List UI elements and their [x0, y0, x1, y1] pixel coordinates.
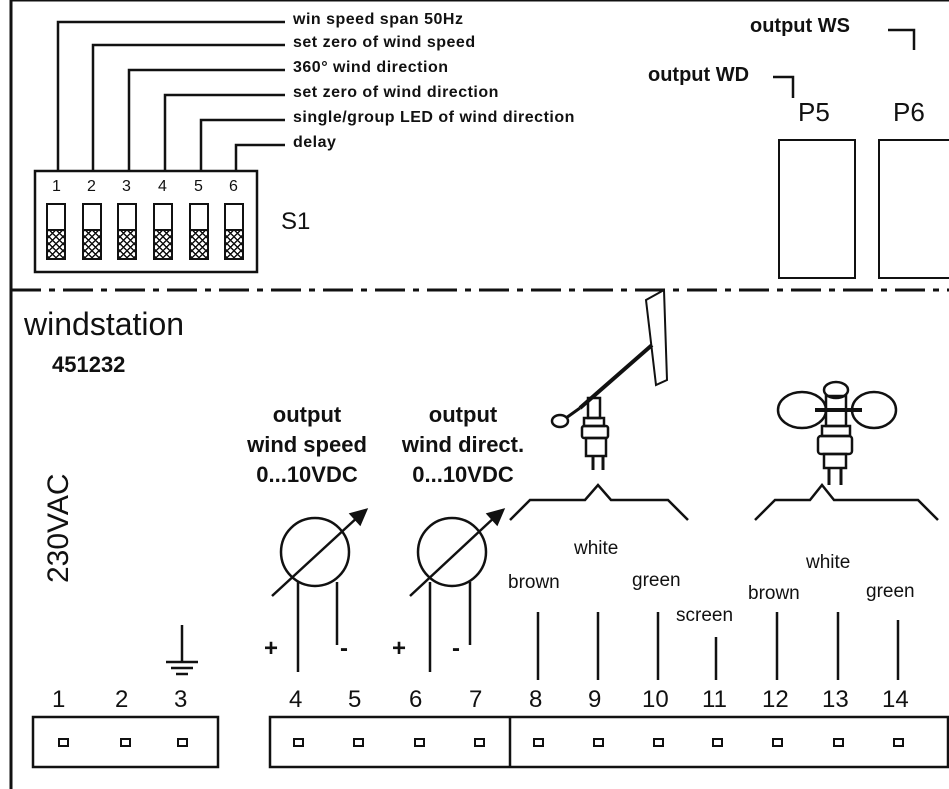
switch-number-2: 2 — [87, 178, 96, 195]
switch-function-5: single/group LED of wind direction — [293, 109, 575, 126]
terminal-number-12: 12 — [762, 686, 789, 713]
terminal-number-4: 4 — [289, 686, 303, 713]
terminal-number-1: 1 — [52, 686, 66, 713]
terminal-number-6: 6 — [409, 686, 423, 713]
plus-sign-speed: + — [264, 635, 279, 662]
terminal-2[interactable] — [120, 738, 131, 747]
terminal-number-2: 2 — [115, 686, 129, 713]
terminal-7[interactable] — [474, 738, 485, 747]
wire-white-anemometer: white — [806, 552, 851, 573]
output-wind-speed-line2: wind speed — [247, 432, 367, 457]
terminal-1[interactable] — [58, 738, 69, 747]
switch-block-label: S1 — [281, 208, 311, 235]
switch-number-4: 4 — [158, 178, 167, 195]
switch-number-1: 1 — [52, 178, 61, 195]
terminal-12[interactable] — [772, 738, 783, 747]
output-wd-label: output WD — [648, 64, 750, 86]
terminal-13[interactable] — [833, 738, 844, 747]
terminal-6[interactable] — [414, 738, 425, 747]
output-wind-direction-line1: output — [428, 402, 498, 427]
switch-number-5: 5 — [194, 178, 203, 195]
potentiometer-p5[interactable] — [778, 139, 856, 279]
switch-function-2: set zero of wind speed — [293, 34, 476, 51]
terminal-number-11: 11 — [702, 686, 727, 713]
terminal-number-3: 3 — [174, 686, 188, 713]
wire-brown-anemometer: brown — [748, 583, 800, 604]
output-wind-direction-label: output wind direct. 0...10VDC — [388, 400, 538, 490]
power-label: 230VAC — [42, 473, 75, 583]
p5-label: P5 — [798, 97, 830, 127]
wire-green-vane: green — [632, 570, 681, 591]
terminal-4[interactable] — [293, 738, 304, 747]
switch-function-1: win speed span 50Hz — [293, 11, 464, 28]
minus-sign-speed: - — [340, 635, 348, 662]
dip-switch-toggle-4[interactable] — [153, 203, 173, 260]
terminal-number-14: 14 — [882, 686, 909, 713]
output-wind-direction-line2: wind direct. — [401, 432, 525, 457]
dip-switch-toggle-2[interactable] — [82, 203, 102, 260]
terminal-number-9: 9 — [588, 686, 602, 713]
terminal-5[interactable] — [353, 738, 364, 747]
output-wind-speed-line3: 0...10VDC — [256, 462, 358, 487]
switch-function-3: 360° wind direction — [293, 59, 449, 76]
wire-green-anemometer: green — [866, 581, 915, 602]
wire-white-vane: white — [574, 538, 619, 559]
output-wind-speed-label: output wind speed 0...10VDC — [222, 400, 392, 490]
wire-screen: screen — [676, 605, 734, 626]
terminal-10[interactable] — [653, 738, 664, 747]
device-name: windstation — [24, 306, 185, 342]
switch-function-4: set zero of wind direction — [293, 84, 499, 101]
output-wind-speed-line1: output — [272, 402, 342, 427]
terminal-9[interactable] — [593, 738, 604, 747]
terminal-14[interactable] — [893, 738, 904, 747]
switch-function-6: delay — [293, 134, 337, 151]
terminal-11[interactable] — [712, 738, 723, 747]
terminal-number-10: 10 — [642, 686, 669, 713]
wire-brown-vane: brown — [508, 572, 560, 593]
terminal-number-5: 5 — [348, 686, 362, 713]
switch-number-3: 3 — [122, 178, 131, 195]
p6-label: P6 — [893, 97, 925, 127]
dip-switch-toggle-6[interactable] — [224, 203, 244, 260]
dip-switch-toggle-5[interactable] — [189, 203, 209, 260]
terminal-number-13: 13 — [822, 686, 849, 713]
output-wind-direction-line3: 0...10VDC — [412, 462, 514, 487]
output-ws-label: output WS — [750, 15, 850, 37]
terminal-3[interactable] — [177, 738, 188, 747]
terminal-8[interactable] — [533, 738, 544, 747]
dip-switch-toggle-3[interactable] — [117, 203, 137, 260]
plus-sign-direction: + — [392, 635, 407, 662]
switch-number-6: 6 — [229, 178, 238, 195]
device-code: 451232 — [52, 352, 126, 377]
minus-sign-direction: - — [452, 635, 460, 662]
terminal-number-8: 8 — [529, 686, 543, 713]
dip-switch-toggle-1[interactable] — [46, 203, 66, 260]
terminal-number-7: 7 — [469, 686, 483, 713]
potentiometer-p6[interactable] — [878, 139, 949, 279]
